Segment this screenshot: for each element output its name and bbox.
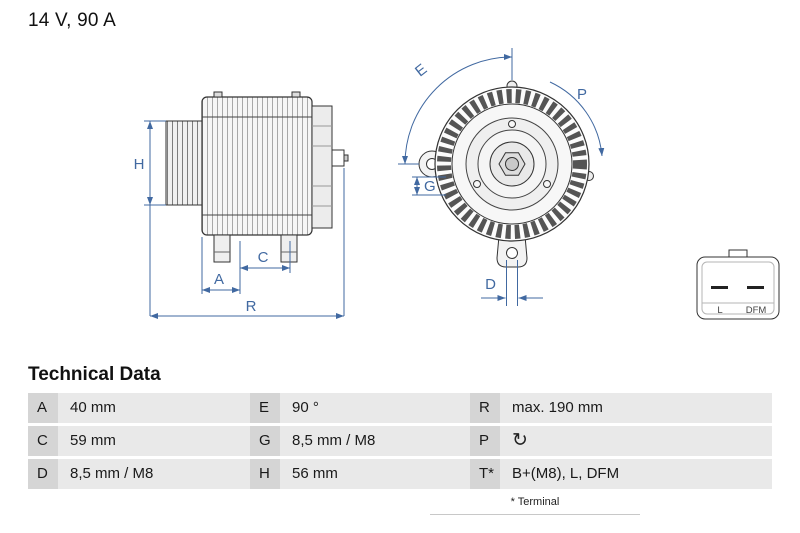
tdata-value-g: 8,5 mm / M8 [280, 426, 470, 456]
connector-diagram: L DFM [696, 249, 780, 320]
technical-data-section: Technical Data A 40 mm E 90 ° R max. 190… [28, 364, 772, 515]
tdata-value-h: 56 mm [280, 459, 470, 489]
dim-label-a: A [214, 271, 224, 288]
tdata-key-h: H [250, 459, 280, 489]
pulley [165, 120, 203, 206]
tdata-value-a: 40 mm [58, 393, 250, 423]
terminal-stud [331, 149, 345, 167]
connector-pin-l [711, 286, 728, 289]
mounting-foot-rear [280, 234, 298, 263]
table-row: D 8,5 mm / M8 H 56 mm T* B+(M8), L, DFM [28, 459, 772, 489]
technical-data-title: Technical Data [28, 364, 161, 385]
footnote-text: * Terminal [510, 496, 560, 508]
dim-label-c: C [258, 249, 269, 266]
tdata-key-c: C [28, 426, 58, 456]
dim-label-d: D [485, 276, 496, 293]
cooling-fin-ring [437, 89, 587, 239]
technical-drawing: H A C R [134, 48, 780, 320]
side-view-dimensions [144, 120, 345, 319]
tdata-value-c: 59 mm [58, 426, 250, 456]
tdata-key-g: G [250, 426, 280, 456]
table-row: A 40 mm E 90 ° R max. 190 mm [28, 393, 772, 423]
dim-label-e: E [412, 61, 430, 81]
connector-pin-dfm [747, 286, 764, 289]
dim-label-g: G [424, 178, 436, 195]
rotation-clockwise-icon: ↻ [500, 426, 772, 456]
tdata-value-t: B+(M8), L, DFM [500, 459, 772, 489]
connector-pin-label-dfm: DFM [746, 305, 767, 316]
alternator-drawing-svg: H A C R [134, 48, 780, 320]
tdata-key-p: P [470, 426, 500, 456]
connector-housing [696, 256, 780, 320]
connector-pin-label-l: L [717, 305, 722, 316]
tdata-key-r: R [470, 393, 500, 423]
front-view-dimensions [398, 48, 605, 306]
tdata-key-t: T* [470, 459, 500, 489]
rear-housing [311, 105, 333, 229]
mounting-foot-front [213, 234, 231, 263]
dim-label-r: R [246, 298, 257, 315]
tdata-key-d: D [28, 459, 58, 489]
technical-data-table: A 40 mm E 90 ° R max. 190 mm C 59 mm G 8… [28, 393, 772, 489]
tdata-value-r: max. 190 mm [500, 393, 772, 423]
tdata-key-e: E [250, 393, 280, 423]
tdata-value-e: 90 ° [280, 393, 470, 423]
alternator-front-view: E P G D [398, 48, 605, 306]
table-row: C 59 mm G 8,5 mm / M8 P ↻ [28, 426, 772, 456]
alternator-side-view: H A C R [134, 91, 349, 319]
dim-label-h: H [134, 156, 145, 173]
voltage-amperage-label: 14 V, 90 A [28, 10, 116, 31]
dim-label-p: P [577, 86, 587, 103]
tdata-key-a: A [28, 393, 58, 423]
footnote: * Terminal [430, 492, 640, 515]
tdata-value-d: 8,5 mm / M8 [58, 459, 250, 489]
